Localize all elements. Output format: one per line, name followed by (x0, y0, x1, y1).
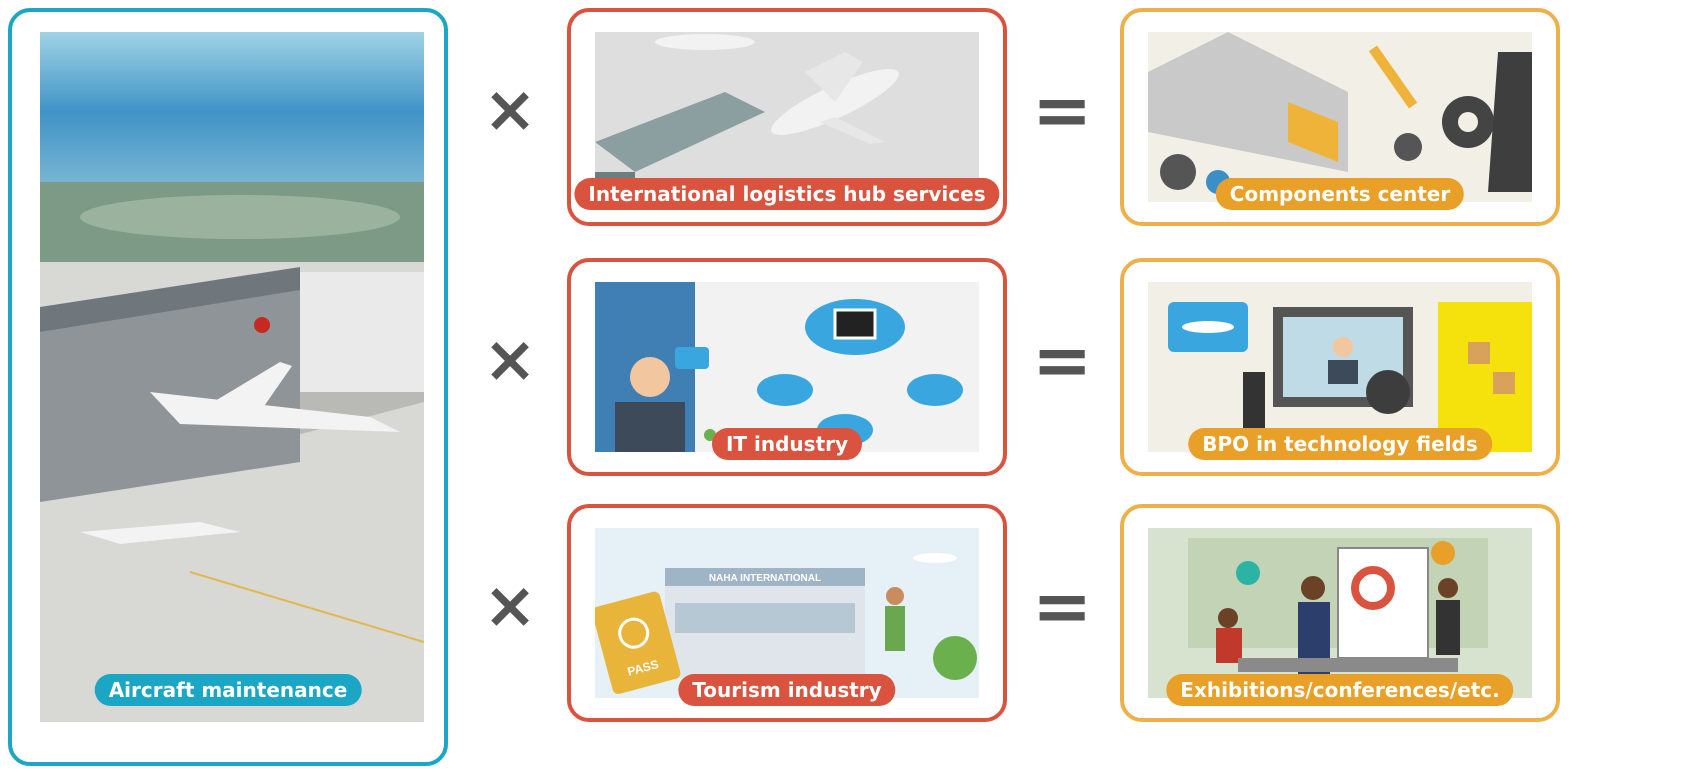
it-industry-illustration (595, 282, 979, 452)
equals-symbol-1: = (1032, 68, 1093, 152)
logistics-hub-panel: International logistics hub services (567, 8, 1007, 226)
equals-symbol-3: = (1032, 564, 1093, 648)
multiply-symbol-2: × (483, 323, 537, 397)
multiply-symbol-1: × (483, 73, 537, 147)
aircraft-maintenance-label: Aircraft maintenance (94, 674, 362, 706)
multiply-symbol-3: × (483, 569, 537, 643)
logistics-hub-illustration (595, 32, 979, 202)
tourism-industry-label: Tourism industry (678, 674, 896, 706)
tourism-industry-panel: NAHA INTERNATIONAL PASS Tourism industry (567, 504, 1007, 722)
components-center-panel: Components center (1120, 8, 1560, 226)
equals-symbol-2: = (1032, 318, 1093, 402)
bpo-technology-label: BPO in technology fields (1188, 428, 1492, 460)
exhibitions-conferences-label: Exhibitions/conferences/etc. (1166, 674, 1514, 706)
logistics-hub-label: International logistics hub services (574, 178, 1000, 210)
airport-sign-text: NAHA INTERNATIONAL (709, 573, 821, 584)
tourism-industry-illustration: NAHA INTERNATIONAL PASS (595, 528, 979, 698)
aircraft-maintenance-panel: Aircraft maintenance (8, 8, 448, 766)
bpo-technology-panel: BPO in technology fields (1120, 258, 1560, 476)
it-industry-panel: IT industry (567, 258, 1007, 476)
components-center-illustration (1148, 32, 1532, 202)
exhibitions-conferences-illustration (1148, 528, 1532, 698)
exhibitions-conferences-panel: Exhibitions/conferences/etc. (1120, 504, 1560, 722)
components-center-label: Components center (1215, 178, 1465, 210)
bpo-technology-illustration (1148, 282, 1532, 452)
it-industry-label: IT industry (711, 428, 863, 460)
aircraft-hangar-illustration (40, 32, 424, 722)
